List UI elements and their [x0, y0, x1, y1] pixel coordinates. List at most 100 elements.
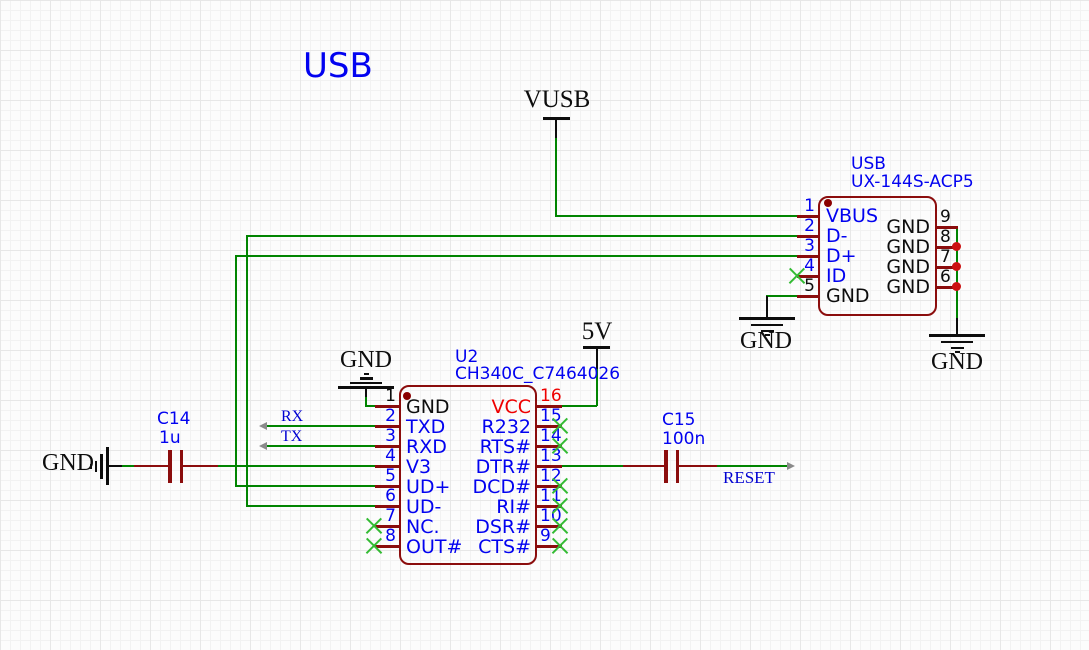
wire-u2-pin1-gnd-v[interactable] [365, 396, 367, 406]
cap-plate [675, 450, 679, 483]
pin-name: NC. [406, 516, 440, 538]
junction-dot [952, 242, 961, 251]
pin-stub [375, 424, 399, 428]
wire-5v-horizontal[interactable] [560, 405, 597, 407]
wire-dplus-vertical[interactable] [235, 255, 237, 487]
power-bar-icon [543, 117, 570, 120]
pin-number: 3 [804, 236, 815, 256]
pin-stub [797, 214, 818, 218]
pin-name: UD+ [406, 476, 451, 498]
pin-name: OUT# [406, 536, 463, 558]
component-ref[interactable]: C14 [157, 409, 191, 429]
component-ref[interactable]: C15 [662, 410, 696, 430]
net-label-tx[interactable]: TX [281, 428, 303, 445]
gnd-label: GND [740, 328, 792, 354]
ground-icon [739, 317, 795, 320]
pin-name: VBUS [826, 205, 878, 227]
wire-reset-left[interactable] [560, 465, 624, 467]
cap-lead [183, 464, 218, 468]
usb-connector-body[interactable] [818, 196, 937, 316]
wire-5v-vertical[interactable] [595, 368, 598, 406]
pin-stub [537, 404, 562, 408]
net-arrow-icon [259, 421, 267, 430]
pin-stub [375, 544, 399, 548]
pin-number: 6 [940, 267, 951, 287]
no-connect-x-icon[interactable] [551, 497, 569, 515]
pin-name: TXD [406, 416, 446, 438]
pin-number: 4 [385, 446, 396, 466]
pin-stub [375, 504, 399, 508]
pin-stub [797, 254, 818, 258]
pin-name: RTS# [479, 436, 531, 458]
pin-name: ID [826, 265, 847, 287]
pin-stub [797, 234, 818, 238]
wire-c14-gnd[interactable] [122, 465, 134, 467]
wire-v3-row[interactable] [218, 465, 376, 467]
wire-vusb-horizontal[interactable] [554, 215, 798, 217]
net-label-reset[interactable]: RESET [723, 468, 775, 487]
ground-icon [929, 334, 985, 337]
no-connect-x-icon[interactable] [551, 537, 569, 555]
pin-stub [375, 484, 399, 488]
wire-dplus-top[interactable] [235, 255, 797, 257]
cap-lead [134, 464, 169, 468]
component-value[interactable]: UX-144S-ACP5 [851, 172, 974, 192]
component-ref[interactable]: U2 [455, 347, 479, 367]
component-value[interactable]: CH340C_C7464026 [455, 364, 621, 384]
pin-name: R232 [481, 416, 531, 438]
pin-name: DTR# [475, 456, 531, 478]
ground-icon [363, 373, 369, 375]
u2-body[interactable] [399, 385, 537, 565]
gnd-label: GND [42, 450, 94, 476]
wire-tx[interactable] [267, 445, 376, 447]
pin-name: GND [886, 256, 930, 278]
pin-stub [375, 464, 399, 468]
junction-dot [952, 262, 961, 271]
wire-reset-right[interactable] [717, 465, 789, 467]
wire-dminus-vertical[interactable] [246, 235, 248, 507]
no-connect-x-icon[interactable] [551, 517, 569, 535]
pin-number: 5 [385, 466, 396, 486]
wire-vusb-vertical[interactable] [554, 137, 557, 216]
pin-name: GND [886, 216, 930, 238]
pin-stub [797, 294, 818, 298]
wire-usb-pin5-gnd[interactable] [766, 295, 798, 297]
pin-name: GND [886, 236, 930, 258]
net-label-rx[interactable]: RX [281, 408, 304, 425]
pin-stub [537, 484, 562, 488]
pin1-marker-dot [403, 392, 411, 400]
pin-stub [375, 444, 399, 448]
pin-number: 6 [385, 486, 396, 506]
no-connect-x-icon[interactable] [551, 477, 569, 495]
pin-stub [797, 274, 818, 278]
pin-stub [537, 504, 562, 508]
wire-usb-gnd-bus[interactable] [956, 227, 958, 319]
no-connect-x-icon[interactable] [551, 437, 569, 455]
pin-name: VCC [491, 396, 531, 418]
wire-dplus-bottom[interactable] [235, 485, 376, 487]
component-value[interactable]: 1u [159, 428, 181, 448]
no-connect-x-icon[interactable] [788, 267, 806, 285]
no-connect-x-icon[interactable] [551, 417, 569, 435]
pin-stub [937, 285, 958, 289]
component-value[interactable]: 100n [662, 429, 706, 449]
no-connect-x-icon[interactable] [365, 537, 383, 555]
pin-number: 9 [540, 526, 551, 546]
pin-name: RI# [496, 496, 531, 518]
cap-plate [168, 450, 172, 483]
wire-rx[interactable] [267, 425, 376, 427]
sheet-title[interactable]: USB [303, 46, 373, 86]
wire-dminus-bottom[interactable] [246, 505, 376, 507]
pin-number: 7 [385, 506, 396, 526]
pin-name: D+ [826, 245, 857, 267]
pin-name: RXD [406, 436, 447, 458]
pin-name: CTS# [478, 536, 531, 558]
pin-number: 2 [804, 216, 815, 236]
cap-lead [679, 464, 717, 468]
wire-u2-pin1-gnd-h[interactable] [365, 405, 376, 407]
no-connect-x-icon[interactable] [365, 517, 383, 535]
wire-dminus-top[interactable] [246, 235, 797, 237]
component-ref[interactable]: USB [851, 154, 886, 174]
pin-number: 4 [804, 256, 815, 276]
